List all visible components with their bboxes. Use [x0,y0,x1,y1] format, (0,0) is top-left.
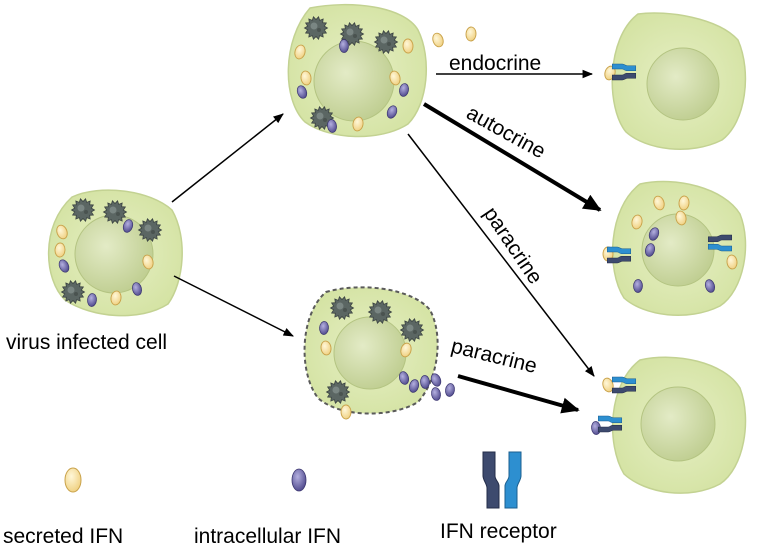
ifn-receptors [597,63,733,433]
arrow-paracrine-lower [457,374,580,414]
intracellular-ifn-icon [408,379,420,393]
virus-icon [339,22,365,46]
intracellular-ifn-icon [58,259,70,273]
virus-icon [102,200,128,224]
virus-icon [60,280,86,304]
secreted-ifn-icon [678,195,690,211]
intracellular-ifn-icon [339,39,349,53]
virus-icon [373,30,399,54]
intracellular-ifn-icon [704,279,716,293]
ifn-receptor-icon [597,415,623,433]
arrow-paracrine-diagonal [407,133,595,377]
ifn-receptor-icon [611,376,637,394]
ifn-receptor-icon [611,63,637,81]
secreted-ifn-icon [631,214,643,230]
secreted-ifn-icon [602,377,614,393]
virus-icon [399,318,425,342]
intracellular-ifn-icon [420,375,430,389]
intracellular-ifn-icon [327,119,337,133]
arrow-to-lysed-cell [173,275,294,337]
legend: secreted IFN intracellular IFN IFN recep… [3,451,557,548]
intracellular-ifn-icon [87,293,97,307]
intracellular-ifn-icon [648,227,660,241]
secreted-ifn-icon [294,44,306,60]
label-paracrine-lower: paracrine [449,335,540,379]
virus-icon [367,300,393,324]
nucleus [313,40,395,122]
secreted-ifn-icon [675,210,687,226]
intracellular-ifn-icon [445,383,455,397]
secreted-ifn-icon [465,26,477,42]
arrows [171,69,602,414]
virus-icon [137,218,163,242]
legend-intracellular-ifn-icon [291,468,307,492]
secreted-ifn-particles [54,26,738,420]
virus-icon [325,380,351,404]
label-virus-infected-cell: virus infected cell [6,331,167,354]
secreted-ifn-icon [142,254,154,270]
intracellular-ifn-icon [319,321,329,335]
label-paracrine-diagonal: paracrine [479,203,547,288]
virus-icon [329,296,355,320]
legend-intracellular-ifn-label: intracellular IFN [194,525,341,548]
secreted-ifn-icon [389,70,401,86]
secreted-ifn-icon [320,340,332,356]
ifn-receptor-icon [606,246,632,264]
intracellular-ifn-icon [430,373,442,387]
secreted-ifn-icon [110,290,122,306]
secreted-ifn-icon [402,38,414,54]
intracellular-ifn-icon [386,105,398,119]
secreted-ifn-icon [352,116,364,132]
intracellular-ifn-icon [399,83,409,97]
intracellular-ifn-icon [296,85,308,99]
nucleus [333,316,407,390]
intracellular-ifn-icon [645,243,655,257]
secreted-ifn-icon [300,70,312,86]
secreted-ifn-icon [653,195,665,211]
secreted-ifn-icon [432,32,444,48]
arrow-autocrine [422,102,602,212]
target-cell-endocrine [611,12,747,150]
intracellular-ifn-icon [398,371,410,385]
nucleus [640,386,716,462]
legend-secreted-ifn-label: secreted IFN [3,525,123,548]
arrow-to-producing-cell [171,113,284,203]
secreted-ifn-icon [54,242,66,258]
ifn-receptor-icon [707,234,733,252]
virus-icon [303,16,329,40]
secreted-ifn-icon [340,404,352,420]
intracellular-ifn-icon [431,387,441,401]
secreted-ifn-icon [400,342,412,358]
nucleus [646,47,720,121]
virus-icon [70,198,96,222]
intracellular-ifn-icon [122,219,134,233]
legend-ifn-receptor-icon [482,451,522,509]
intracellular-ifn-particles [58,39,716,435]
legend-secreted-ifn-icon [64,467,82,493]
intracellular-ifn-icon [132,282,142,296]
legend-ifn-receptor-label: IFN receptor [440,520,557,543]
label-endocrine: endocrine [449,52,541,75]
secreted-ifn-icon [56,224,68,240]
secreted-ifn-icon [726,254,738,270]
target-cell-paracrine [611,356,747,494]
intracellular-ifn-icon [633,279,643,293]
virus-particles [60,16,425,404]
